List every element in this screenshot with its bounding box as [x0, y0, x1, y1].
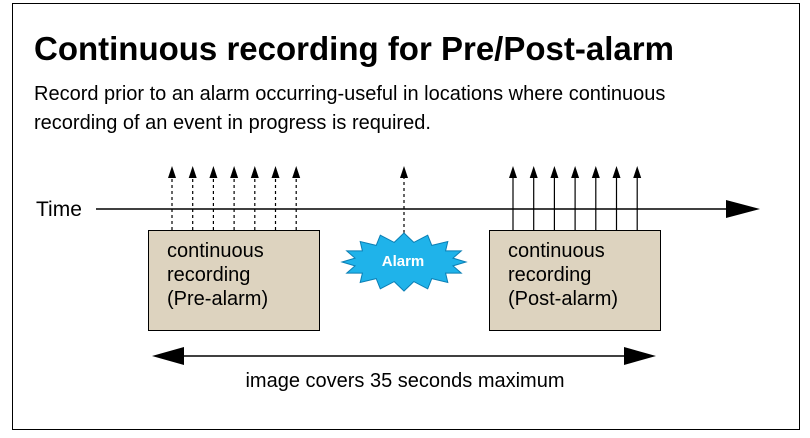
post-alarm-frame-arrow — [509, 166, 517, 230]
duration-caption: image covers 35 seconds maximum — [245, 370, 565, 392]
post-alarm-box-text: continuous recording (Post-alarm) — [508, 240, 619, 310]
pre-alarm-frame-arrows — [168, 166, 301, 230]
post-alarm-frame-arrow — [529, 166, 538, 230]
post-alarm-frame-arrow — [633, 166, 642, 230]
post-alarm-frame-arrow — [550, 166, 559, 230]
diagram-frame — [12, 3, 800, 430]
pre-alarm-frame-arrow — [168, 166, 176, 230]
duration-double-arrow — [152, 347, 656, 365]
post-alarm-frame-arrows — [509, 166, 642, 230]
pre-alarm-frame-arrow — [209, 166, 218, 230]
post-alarm-frame-arrow — [612, 166, 621, 230]
post-alarm-frame-arrow — [591, 166, 600, 230]
diagram-description: Record prior to an alarm occurring-usefu… — [34, 83, 666, 134]
time-axis-arrowhead — [726, 200, 760, 218]
post-alarm-box: continuous recording (Post-alarm) — [489, 230, 661, 331]
pre-alarm-frame-arrow — [271, 166, 280, 230]
alarm-trigger-arrow — [400, 166, 408, 233]
pre-alarm-frame-arrow — [188, 166, 197, 230]
pre-alarm-frame-arrow — [250, 166, 259, 230]
pre-alarm-frame-arrow — [230, 166, 239, 230]
pre-alarm-box: continuous recording (Pre-alarm) — [148, 230, 320, 331]
alarm-label: Alarm — [381, 253, 425, 270]
diagram-title: Continuous recording for Pre/Post-alarm — [34, 30, 674, 67]
alarm-starburst-icon — [340, 232, 468, 292]
time-axis-label: Time — [36, 198, 82, 221]
post-alarm-frame-arrow — [571, 166, 580, 230]
pre-alarm-box-text: continuous recording (Pre-alarm) — [167, 240, 269, 310]
pre-alarm-frame-arrow — [292, 166, 301, 230]
